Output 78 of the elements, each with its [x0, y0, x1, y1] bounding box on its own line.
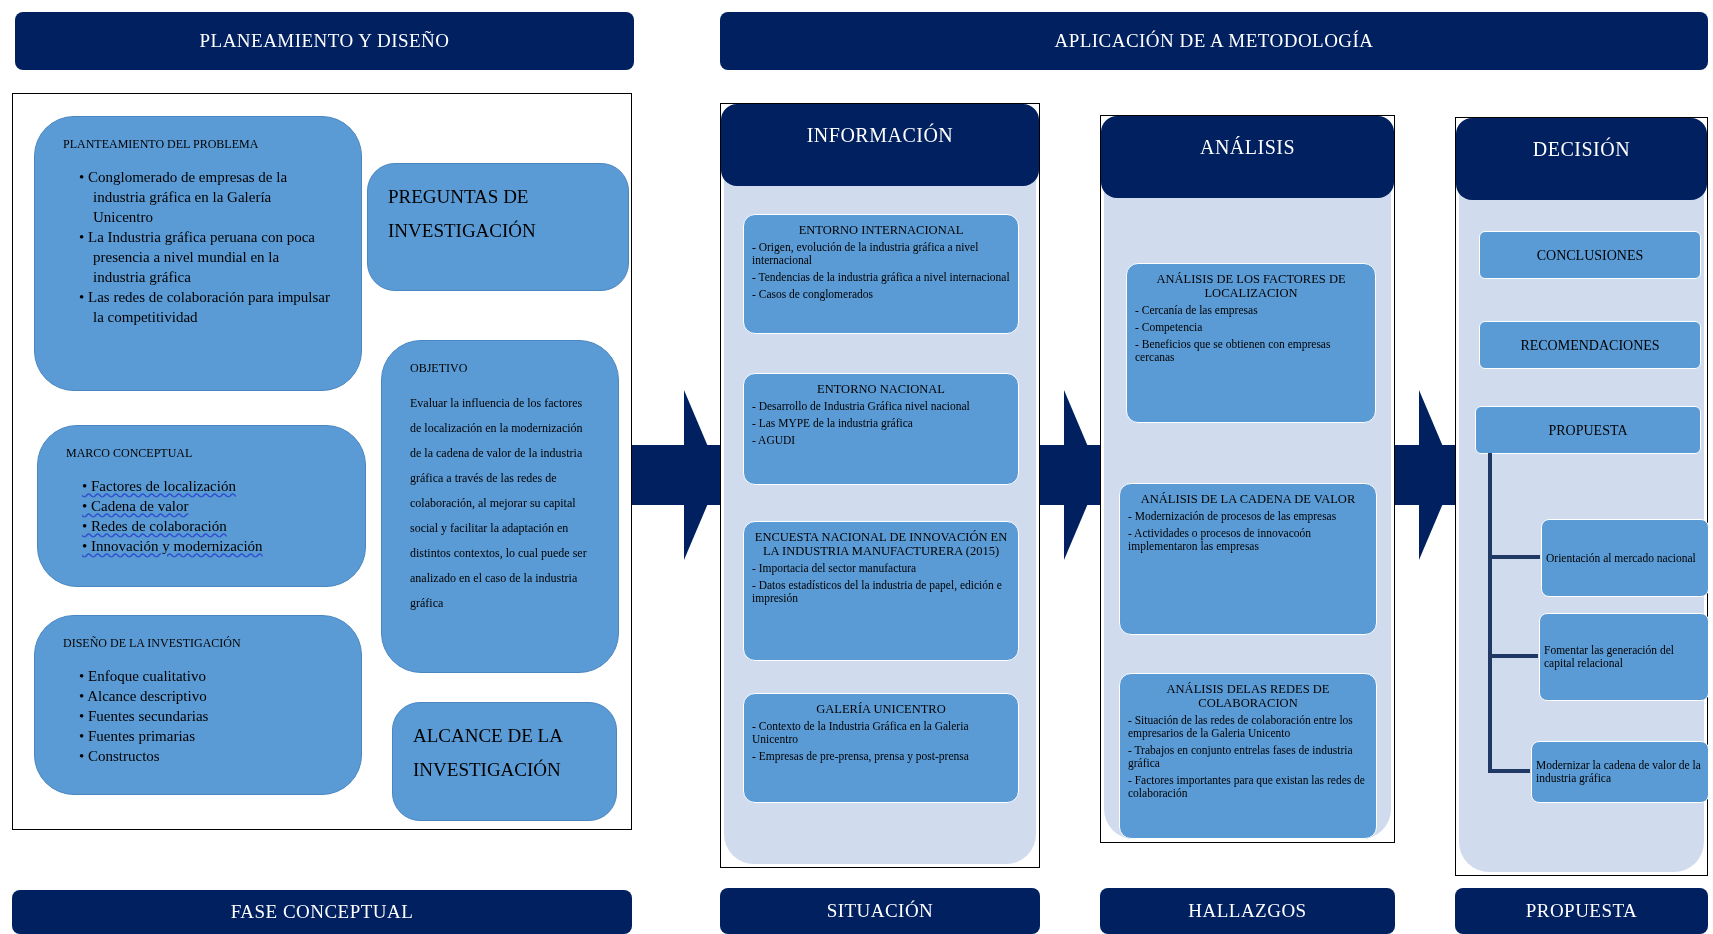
info-box: [743, 693, 1019, 803]
dash-item: - Desarrollo de Industria Gráfica nivel nacional: [752, 400, 971, 413]
bullet-item: • Redes de colaboración: [82, 517, 228, 536]
section-header-bar: SITUACIÓN: [720, 888, 1040, 934]
section-header-bar: PROPUESTA: [1455, 888, 1708, 934]
proposal-box: Modernizar la cadena de valor de la industria gráfica: [1531, 741, 1709, 803]
bullet-item: • Fuentes secundarias: [79, 707, 210, 726]
bullet-item: • Factores de localización: [82, 477, 237, 496]
column-frame: [1100, 115, 1395, 843]
dash-item: - Cercanía de las empresas: [1135, 304, 1259, 317]
decision-box: CONCLUSIONES: [1479, 231, 1701, 279]
objective-text: Evaluar la influencia de los factores de localización en la modernización de la cadena de valor de la industria gráfica a través de las redes de colaboración, al mejorar su capital social y facilitar la adaptación en distintos contextos, lo cual puede ser analizado en el caso de la industria gráfica: [410, 395, 588, 612]
proposal-box: Fomentar las generación del capital relacional: [1539, 613, 1709, 701]
dash-item: - Situación de las redes de colaboración entre los empresarios de la Galeria Unicento: [1128, 714, 1354, 740]
dash-item: - AGUDI: [752, 434, 797, 447]
rounded-box: [34, 615, 362, 795]
rounded-box: PREGUNTAS DE INVESTIGACIÓN: [367, 163, 629, 291]
bullet-item: • Innovación y modernización: [82, 537, 264, 556]
info-box: [743, 373, 1019, 485]
dash-item: - Tendencias de la industria gráfica a nivel internacional: [752, 271, 1010, 284]
box-heading: ANÁLISIS DELAS REDES DE COLABORACION: [1165, 682, 1331, 710]
dash-item: - Beneficios que se obtienen con empresas cercanas: [1135, 338, 1332, 364]
dash-item: - Importacia del sector manufactura: [752, 562, 918, 575]
box-heading: DISEÑO DE LA INVESTIGACIÓN: [63, 635, 242, 652]
box-heading: PLANTEAMIENTO DEL PROBLEMA: [63, 136, 260, 153]
dash-item: - Datos estadísticos del la industria de papel, edición e impresión: [752, 579, 1003, 605]
dash-item: - Actividades o procesos de innovacoón implementaron las empresas: [1128, 527, 1312, 553]
bullet-item: • La Industria gráfica peruana con poca presencia a nivel mundial en la industria gráfica: [79, 228, 316, 287]
box-heading: MARCO CONCEPTUAL: [66, 445, 194, 462]
info-box: [1119, 673, 1377, 839]
chevron-arrow: [1395, 390, 1455, 560]
section-header-bar: FASE CONCEPTUAL: [12, 890, 632, 934]
decision-box: RECOMENDACIONES: [1479, 321, 1701, 369]
box-heading: OBJETIVO: [410, 360, 469, 377]
column-header: DECISIÓN: [1456, 118, 1707, 200]
section-header-bar: APLICACIÓN DE A METODOLOGÍA: [720, 12, 1708, 70]
box-heading: ANÁLISIS DE LA CADENA DE VALOR: [1139, 492, 1357, 506]
bullet-item: • Constructos: [79, 747, 161, 766]
rounded-box: [381, 340, 619, 673]
proposal-box: Orientación al mercado nacional: [1541, 519, 1709, 597]
column-header: ANÁLISIS: [1101, 116, 1394, 198]
outline-frame: [12, 93, 632, 830]
box-heading: ENCUESTA NACIONAL DE INNOVACIÓN EN LA INDUSTRIA MANUFACTURERA (2015): [753, 530, 1009, 558]
dash-item: - Las MYPE de la industria gráfica: [752, 417, 914, 430]
bullet-item: • Conglomerado de empresas de la industria gráfica en la Galería Unicentro: [79, 168, 289, 227]
dash-item: - Origen, evolución de la industria gráfica a nivel internacional: [752, 241, 980, 267]
box-heading: ANÁLISIS DE LOS FACTORES DE LOCALIZACION: [1155, 272, 1347, 300]
column-frame: [1455, 117, 1708, 876]
info-box: [743, 521, 1019, 661]
chevron-arrow: [1040, 390, 1100, 560]
bullet-item: • Alcance descriptivo: [79, 687, 208, 706]
connector-line: [1488, 453, 1530, 773]
bullet-item: • Cadena de valor: [82, 497, 190, 516]
info-box: [1126, 263, 1376, 423]
info-box: [743, 214, 1019, 334]
rounded-box: ALCANCE DE LA INVESTIGACIÓN: [392, 702, 617, 821]
rounded-box: [34, 116, 362, 391]
decision-box: PROPUESTA: [1475, 406, 1701, 454]
dash-item: - Modernización de procesos de las empresas: [1128, 510, 1338, 523]
dash-item: - Competencia: [1135, 321, 1204, 334]
info-box: [1119, 483, 1377, 635]
column-frame: [720, 103, 1040, 868]
bullet-item: • Enfoque cualitativo: [79, 667, 207, 686]
bullet-item: • Fuentes primarias: [79, 727, 197, 746]
section-header-bar: PLANEAMIENTO Y DISEÑO: [15, 12, 634, 70]
dash-item: - Trabajos en conjunto entrelas fases de industria gráfica: [1128, 744, 1354, 770]
box-heading: ENTORNO NACIONAL: [816, 382, 946, 396]
bullet-item: • Las redes de colaboración para impulsar la competitividad: [79, 288, 331, 327]
box-heading: ENTORNO INTERNACIONAL: [797, 223, 965, 237]
dash-item: - Empresas de pre-prensa, prensa y post-prensa: [752, 750, 970, 763]
box-heading: GALERÍA UNICENTRO: [815, 702, 947, 716]
section-header-bar: HALLAZGOS: [1100, 888, 1395, 934]
column-header: INFORMACIÓN: [721, 104, 1039, 186]
dash-item: - Casos de conglomerados: [752, 288, 875, 301]
rounded-box: [37, 425, 366, 587]
chevron-arrow: [632, 390, 720, 560]
dash-item: - Factores importantes para que existan las redes de colaboración: [1128, 774, 1366, 800]
dash-item: - Contexto de la Industria Gráfica en la Galeria Unicentro: [752, 720, 970, 746]
